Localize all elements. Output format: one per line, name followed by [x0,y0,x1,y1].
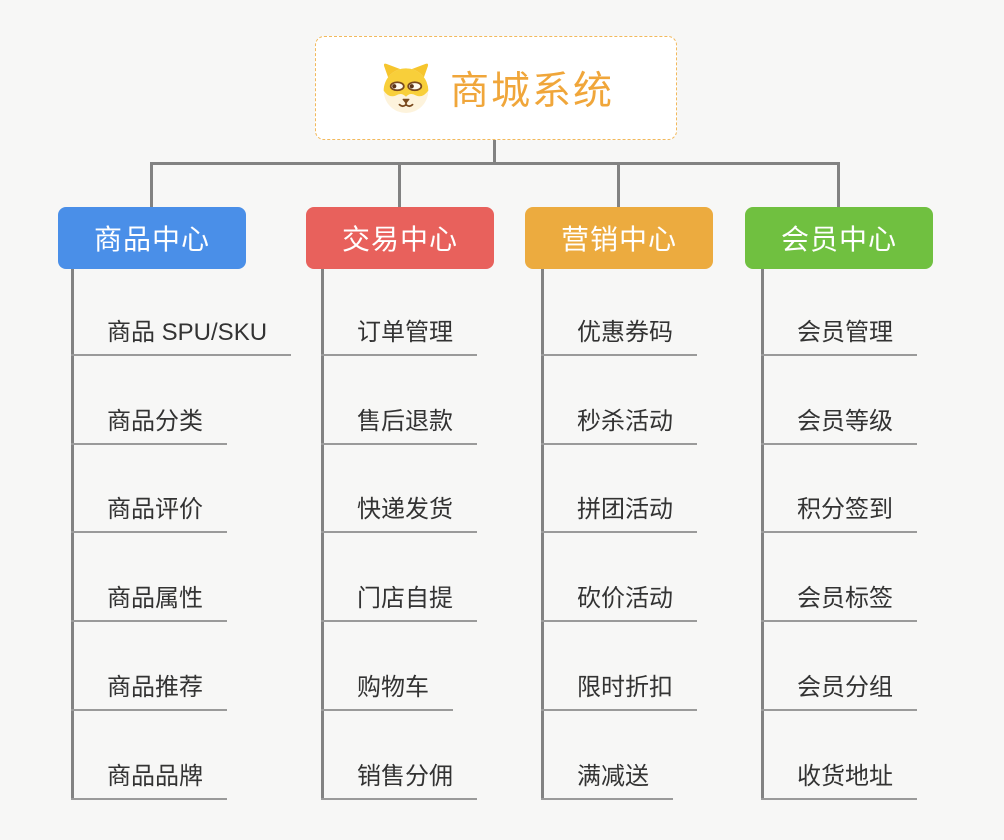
leaf-item[interactable]: 收货地址 [761,762,917,800]
root-title: 商城系统 [449,70,614,113]
branch-drop-line [150,162,153,207]
leaf-item[interactable]: 快递发货 [321,495,477,533]
leaf-item[interactable]: 砍价活动 [541,584,697,622]
column-rail-line [321,269,324,800]
leaf-item[interactable]: 商品 SPU/SKU [71,318,292,356]
leaf-item[interactable]: 商品评价 [71,495,227,533]
leaf-item[interactable]: 秒杀活动 [541,407,697,445]
leaf-item[interactable]: 会员等级 [761,407,917,445]
leaf-item[interactable]: 商品分类 [71,407,227,445]
branch-drop-line [617,162,620,207]
dog-face-icon [378,60,434,116]
leaf-item[interactable]: 商品品牌 [71,762,227,800]
branch-label: 会员中心 [780,224,897,255]
column-rail-line [71,269,74,800]
branch-label: 商品中心 [93,224,210,255]
leaf-item[interactable]: 会员标签 [761,584,917,622]
branch-node-product[interactable]: 商品中心 [58,207,246,269]
leaf-item[interactable]: 拼团活动 [541,495,697,533]
branch-node-trade[interactable]: 交易中心 [306,207,494,269]
leaf-item[interactable]: 满减送 [541,762,673,800]
branch-label: 交易中心 [341,224,458,255]
leaf-item[interactable]: 会员分组 [761,673,917,711]
leaf-item[interactable]: 商品推荐 [71,673,227,711]
leaf-item[interactable]: 优惠券码 [541,318,697,356]
leaf-item[interactable]: 销售分佣 [321,762,477,800]
branch-drop-line [837,162,840,207]
leaf-item[interactable]: 积分签到 [761,495,917,533]
root-node[interactable]: 商城系统 [315,36,677,140]
leaf-item[interactable]: 订单管理 [321,318,477,356]
branch-rail-line [150,162,840,165]
leaf-item[interactable]: 商品属性 [71,584,227,622]
branch-label: 营销中心 [560,224,677,255]
leaf-item[interactable]: 限时折扣 [541,673,697,711]
column-rail-line [761,269,764,800]
root-trunk-line [493,140,496,165]
leaf-item[interactable]: 会员管理 [761,318,917,356]
column-rail-line [541,269,544,800]
leaf-item[interactable]: 购物车 [321,673,453,711]
leaf-item[interactable]: 门店自提 [321,584,477,622]
branch-drop-line [398,162,401,207]
leaf-item[interactable]: 售后退款 [321,407,477,445]
branch-node-member[interactable]: 会员中心 [745,207,933,269]
branch-node-marketing[interactable]: 营销中心 [525,207,713,269]
